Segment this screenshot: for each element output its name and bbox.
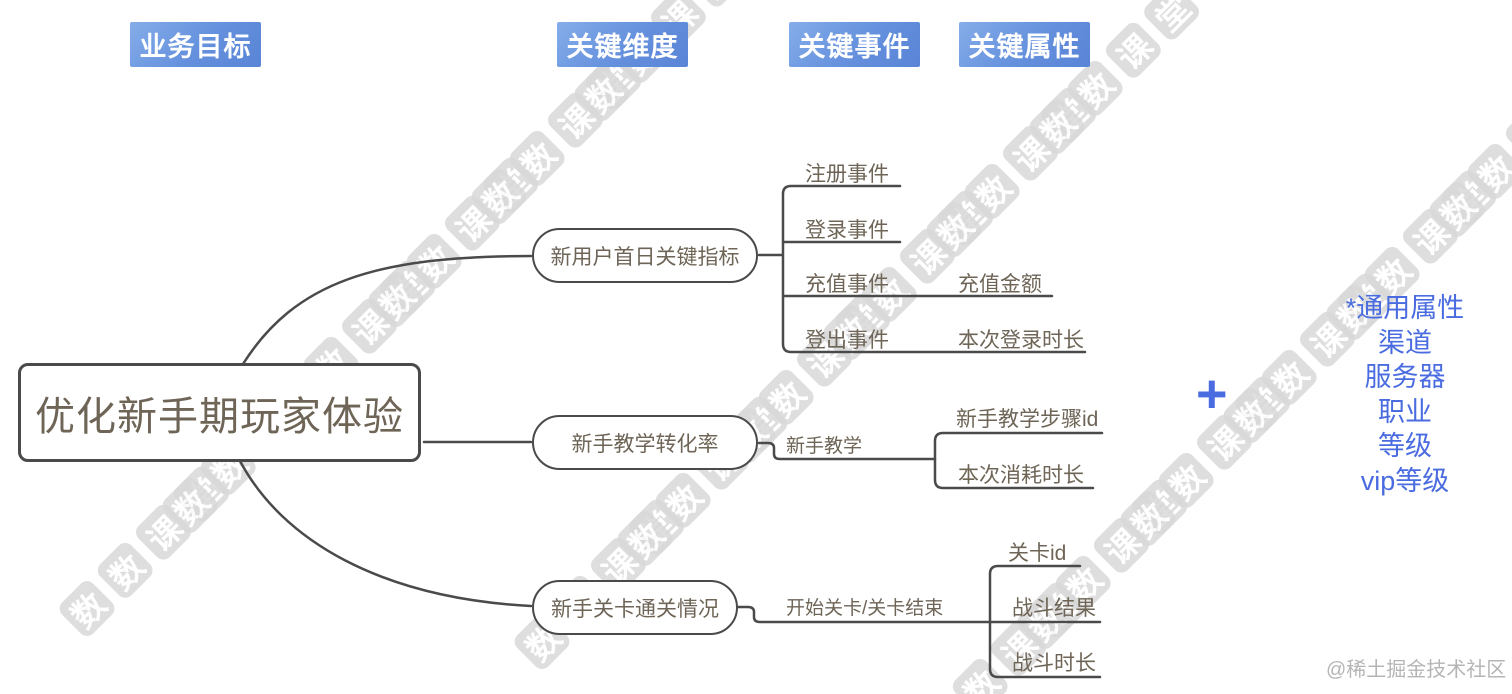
common-attrs-title: *通用属性 [1345, 293, 1465, 323]
attr-tutorial-step-id: 新手教学步骤id [956, 408, 1099, 431]
attr-battle-result: 战斗结果 [1012, 597, 1096, 620]
bracket-tutorial-attrs [933, 431, 1104, 490]
curve-root-to-dim1 [241, 254, 533, 366]
curve-root-to-dim3 [238, 459, 533, 608]
event-tutorial: 新手教学 [786, 436, 863, 457]
event-login: 登录事件 [805, 219, 889, 242]
bracket-events [781, 184, 1087, 354]
header-key-attribute: 关键属性 [959, 22, 1090, 67]
header-key-event: 关键事件 [789, 22, 920, 67]
event-level-start-end: 开始关卡/关卡结束 [786, 598, 944, 619]
plus-sign: + [1196, 364, 1228, 424]
attr-recharge-amount: 充值金额 [958, 273, 1042, 296]
elbow-dim3-to-event [736, 605, 1102, 624]
common-attr-vip-level: vip等级 [1360, 465, 1450, 496]
credit-text: @稀土掘金技术社区 [1326, 659, 1507, 681]
common-attr-level: 等级 [1378, 431, 1432, 461]
event-recharge: 充值事件 [805, 273, 889, 296]
dimension-node-tutorial-conversion: 新手教学转化率 [532, 415, 758, 470]
attr-battle-duration: 战斗时长 [1012, 652, 1096, 675]
attr-login-duration: 本次登录时长 [958, 329, 1084, 352]
root-node: 优化新手期玩家体验 [18, 363, 421, 462]
event-logout: 登出事件 [805, 329, 889, 352]
attr-consumed-duration: 本次消耗时长 [958, 464, 1084, 487]
attr-level-id: 关卡id [1008, 542, 1067, 565]
dimension-node-first-day-metrics: 新用户首日关键指标 [532, 228, 758, 283]
common-attr-profession: 职业 [1378, 396, 1432, 427]
common-attr-channel: 渠道 [1378, 327, 1432, 358]
common-attr-server: 服务器 [1364, 362, 1446, 392]
common-attributes-list: *通用属性 渠道 服务器 职业 等级 vip等级 [1300, 291, 1510, 498]
header-business-goal: 业务目标 [130, 22, 261, 67]
event-register: 注册事件 [805, 163, 889, 186]
dimension-node-level-clear: 新手关卡通关情况 [532, 580, 738, 635]
header-key-dimension: 关键维度 [557, 22, 688, 67]
